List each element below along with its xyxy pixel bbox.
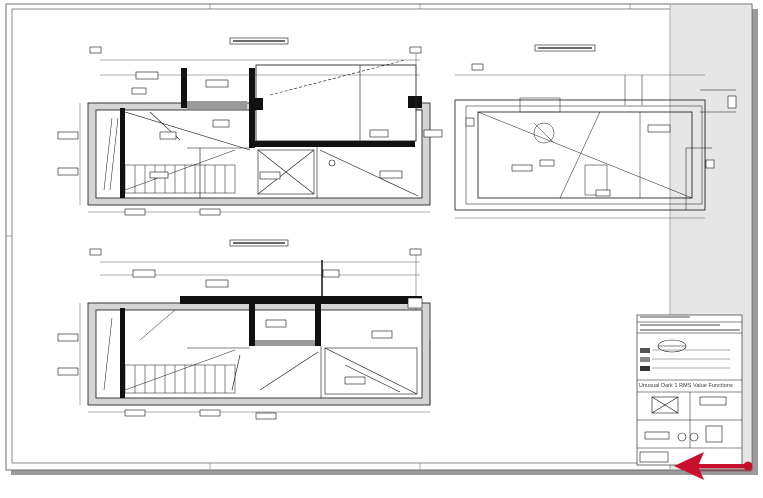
- plan3-partitions: [187, 260, 431, 405]
- title-block-swatches: [640, 348, 730, 371]
- plan2-inner: [477, 111, 693, 199]
- plan3-wall-a: [180, 296, 422, 304]
- plan3-wall-c: [249, 296, 255, 346]
- border-ticks: [6, 4, 631, 469]
- plan3-wall-b: [315, 296, 321, 346]
- floor-plan-upper-left[interactable]: [79, 37, 431, 213]
- title-block[interactable]: [636, 314, 743, 466]
- plan1-hatched-wall: [187, 101, 247, 109]
- plan1-stair: [103, 117, 236, 194]
- plan3-stair: [103, 309, 236, 394]
- plan2-features: [477, 75, 736, 210]
- plan2-inner-2: [465, 105, 703, 205]
- tag-box-icons[interactable]: [57, 46, 737, 420]
- floor-plan-lower-left[interactable]: [79, 239, 431, 413]
- title-block-frame: [636, 314, 743, 466]
- plan3-interior: [95, 309, 423, 399]
- plan1-upper-extension: [255, 64, 417, 142]
- top-notes: [640, 316, 740, 331]
- title-block-logo: [657, 339, 687, 353]
- plan2-dimensions: [455, 74, 705, 219]
- plan2-outer: [454, 99, 706, 211]
- plan1-wall-d: [408, 96, 422, 108]
- title-block-lines: [637, 321, 742, 449]
- plan3-hatched-band: [255, 340, 315, 346]
- plan3-wall-d: [120, 308, 125, 398]
- plan1-wall-f: [120, 108, 125, 198]
- project-caption: Unusual Dark 1 RMS Value Functions: [639, 383, 733, 389]
- plan1-wall-e: [255, 141, 415, 147]
- plan1-wall-c: [249, 98, 263, 110]
- red-arrow-icon: [674, 452, 753, 480]
- plan1-wall-a: [181, 68, 187, 108]
- title-block-symbols: [651, 396, 699, 442]
- floor-plan-upper-right[interactable]: [454, 44, 736, 219]
